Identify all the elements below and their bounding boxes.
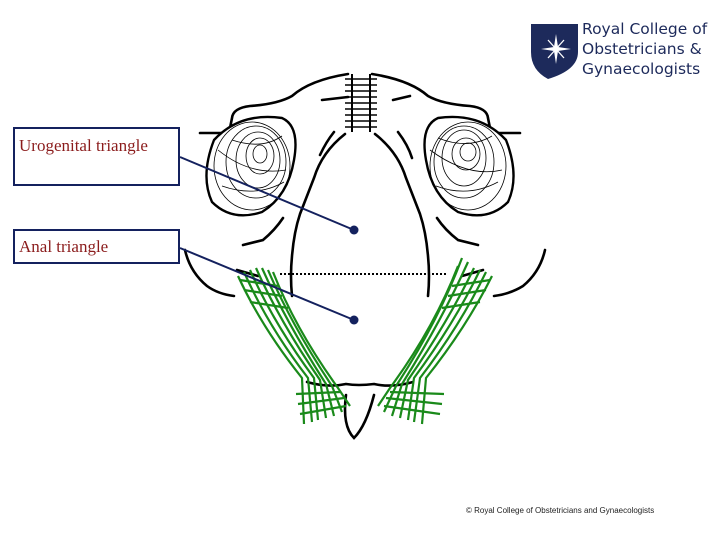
- logo-line-1: Royal College of: [582, 20, 708, 38]
- logo-wordmark: Royal College of Obstetricians & Gynaeco…: [582, 19, 707, 79]
- rcog-logo-icon: [531, 24, 578, 79]
- copyright-notice: © Royal College of Obstetricians and Gyn…: [466, 506, 655, 515]
- urogenital-triangle-label: Urogenital triangle: [13, 127, 180, 186]
- right-ischial-tuberosity: [423, 115, 515, 217]
- left-ischial-tuberosity: [205, 115, 297, 217]
- pubic-symphysis: [345, 74, 377, 132]
- anal-pointer: [179, 247, 359, 325]
- urogenital-pointer: [179, 156, 359, 235]
- logo-line-3: Gynaecologists: [582, 60, 701, 78]
- left-muscle-band: [237, 267, 351, 425]
- anal-triangle-label: Anal triangle: [13, 229, 180, 264]
- right-muscle-band: [377, 257, 493, 425]
- logo-line-2: Obstetricians &: [582, 40, 702, 58]
